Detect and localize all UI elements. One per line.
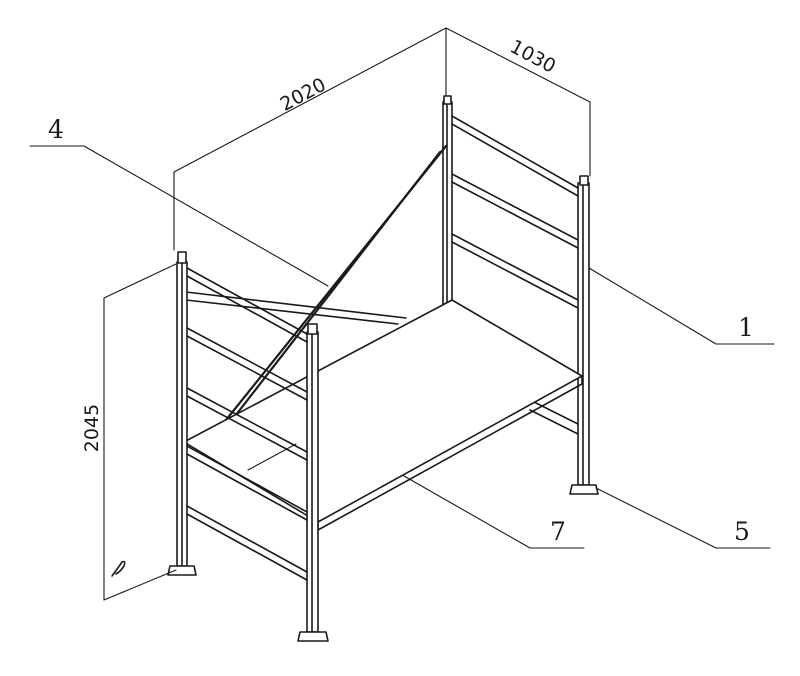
callout-1: 1	[738, 313, 754, 342]
back-right-post-cap	[579, 175, 589, 186]
height-dimension-tick	[111, 560, 126, 577]
width-dimension-line	[445, 27, 591, 103]
back-frame-rungs	[451, 115, 579, 435]
callout-7: 7	[550, 517, 566, 546]
length-dimension-label: 2020	[277, 74, 330, 116]
length-dimension-line	[173, 27, 447, 173]
front-right-post-cap	[307, 323, 318, 335]
front-frame-rungs	[186, 267, 308, 581]
callout-4: 4	[48, 115, 64, 144]
back-right-foot-plate	[569, 484, 599, 495]
platform-board	[183, 299, 583, 523]
dimension-lines	[103, 27, 591, 601]
width-dimension-label: 1030	[506, 36, 559, 78]
height-dimension-label: 2045	[81, 404, 103, 452]
front-left-foot-plate	[167, 565, 197, 576]
front-left-post-cap	[177, 251, 187, 264]
front-frame	[167, 251, 329, 642]
back-left-post-cap	[443, 95, 452, 105]
front-right-foot-plate	[297, 631, 329, 642]
platform-deck	[183, 299, 583, 531]
callout-leaders	[29, 145, 775, 549]
back-frame	[442, 95, 599, 495]
callout-5: 5	[734, 517, 750, 546]
